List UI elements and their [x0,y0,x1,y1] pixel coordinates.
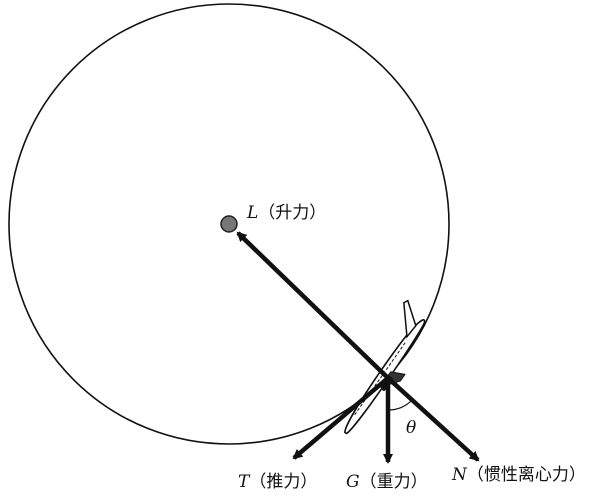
center-point [220,215,238,233]
thrust-vector [292,376,390,460]
inertial-label: N（惯性离心力） [451,465,586,485]
thrust-label: T（推力） [238,472,317,492]
lift-label: L（升力） [246,203,326,223]
flight-circle [8,3,450,445]
theta-label: θ [406,418,416,438]
gravity-label: G（重力） [346,472,428,492]
force-vectors [236,231,480,464]
lift-vector [236,231,390,380]
inertial-vector [386,376,480,462]
theta-arc [387,399,413,411]
